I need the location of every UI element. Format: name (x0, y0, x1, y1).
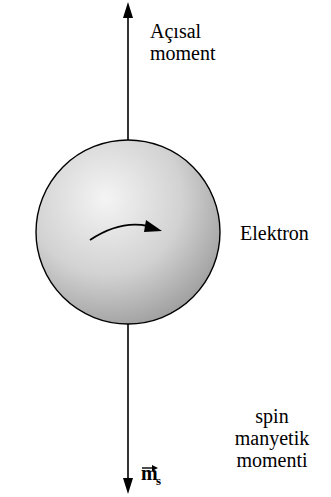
part-label: Elektron (240, 222, 328, 244)
vector-symbol: m (141, 462, 158, 484)
axis-label: Açısal moment (150, 20, 232, 64)
axis-label: spin manyetik momenti (222, 405, 322, 471)
vector-subscript: s (156, 474, 161, 488)
